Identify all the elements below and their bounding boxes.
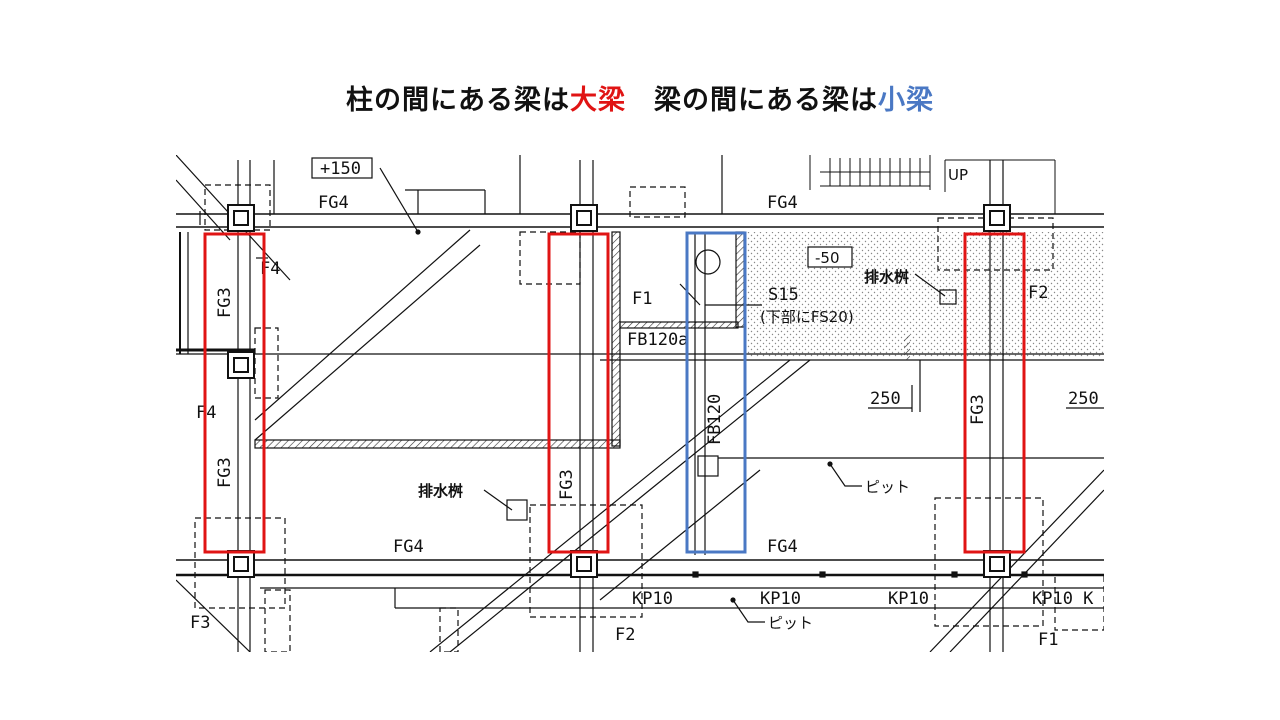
footing-label-f2-top: F2 <box>1028 283 1048 303</box>
footing-label-f2-bottom: F2 <box>615 625 635 645</box>
beam-label-fb120a: FB120a <box>627 330 688 350</box>
column-markers <box>227 204 1011 578</box>
main-beam-highlight-right <box>963 232 1026 554</box>
beam-label-fg3-right: FG3 <box>968 394 988 425</box>
slab-note: (下部にFS20) <box>760 308 854 326</box>
beam-label-fg3-left-lower: FG3 <box>215 457 235 488</box>
pit-label-upper: ピット <box>865 478 910 496</box>
dimension-250-right: 250 <box>1068 389 1099 409</box>
kp10-label-1: KP10 <box>632 589 673 609</box>
pit-label-lower: ピット <box>768 614 813 632</box>
sub-beam-highlight <box>685 231 747 554</box>
slide-title: 柱の間にある梁は大梁 梁の間にある梁は小梁 <box>0 78 1280 117</box>
slab-label-s15: S15 <box>768 285 799 305</box>
footing-label-f3: F3 <box>190 613 210 633</box>
main-beam-highlights <box>203 232 1026 554</box>
beam-label-fg4-bottom-right: FG4 <box>767 537 798 557</box>
beam-label-fg4-top-left: FG4 <box>318 193 349 213</box>
footing-label-f1-bottom: F1 <box>1038 630 1058 650</box>
main-beam-highlight-middle <box>547 232 610 554</box>
kp10-label-4: KP10 K <box>1032 589 1094 609</box>
slab-dotted-area <box>745 232 1104 357</box>
drain-basin-label-left: 排水桝 <box>418 482 463 500</box>
dimension-250-left: 250 <box>870 389 901 409</box>
up-label: UP <box>948 166 968 184</box>
title-highlight-main-beam: 大梁 <box>570 85 626 116</box>
beam-label-fg3-middle: FG3 <box>557 469 577 500</box>
kp10-label-2: KP10 <box>760 589 801 609</box>
drain-basin-label-right: 排水桝 <box>864 268 909 286</box>
beam-label-fg3-left-upper: FG3 <box>215 287 235 318</box>
kp10-label-3: KP10 <box>888 589 929 609</box>
title-highlight-sub-beam: 小梁 <box>878 85 934 116</box>
footing-label-f1: F1 <box>632 289 652 309</box>
title-part2: 梁の間にある梁は <box>626 85 878 116</box>
title-part1: 柱の間にある梁は <box>346 85 570 116</box>
main-beam-highlight-left <box>203 232 266 554</box>
beam-label-fg4-top-right: FG4 <box>767 193 798 213</box>
level-tag-top: +150 <box>320 159 361 179</box>
beam-label-fg4-bottom-left: FG4 <box>393 537 424 557</box>
level-tag-mid: -50 <box>815 249 840 267</box>
beam-label-fb120: FB120 <box>705 394 725 445</box>
